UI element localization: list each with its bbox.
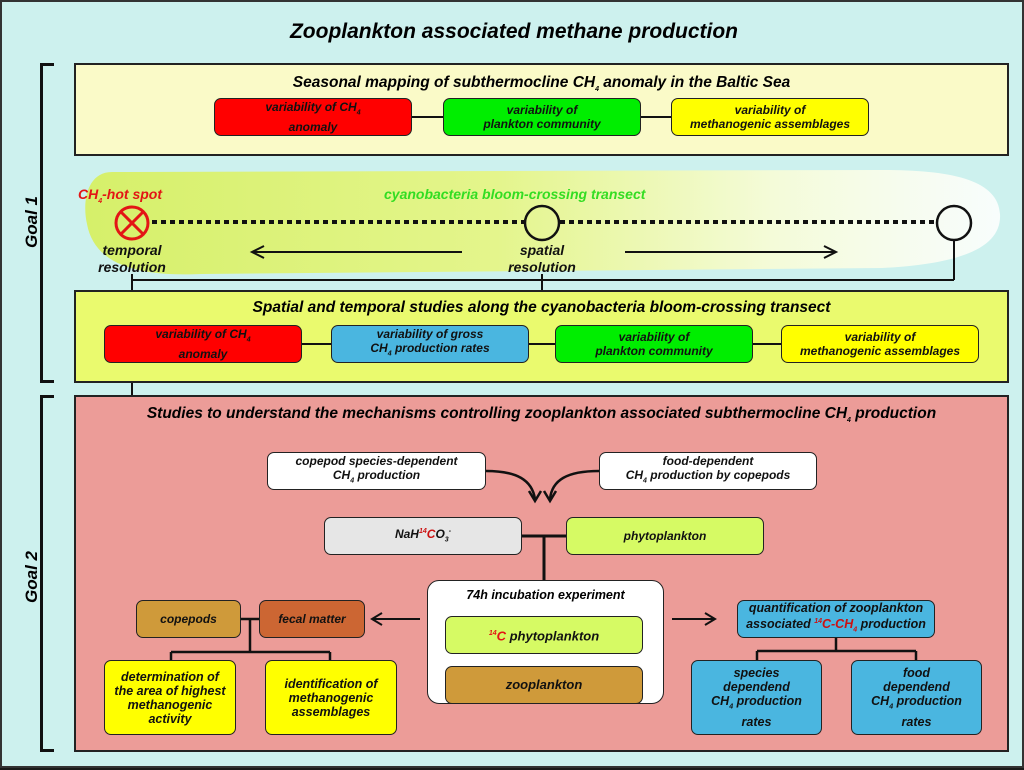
heading-text: Seasonal mapping of subthermocline CH: [292, 74, 596, 91]
phytoplankton-box: phytoplankton: [566, 517, 764, 555]
nahco3-box: NaH14CO3-: [324, 517, 522, 555]
curved-arrow-left: [485, 469, 537, 500]
spatial-temporal-heading: Spatial and temporal studies along the c…: [252, 299, 831, 316]
goal-1-bracket: [40, 63, 54, 383]
goal-2-bracket: [40, 395, 54, 752]
station-marker-icon: [523, 204, 561, 242]
seasonal-mapping-heading: Seasonal mapping of subthermocline CH4 a…: [74, 74, 1009, 93]
fecal-matter-box: fecal matter: [259, 600, 365, 638]
connector-line: [529, 343, 555, 345]
hotspot-label: CH4-hot spot: [78, 186, 163, 205]
connector-line: [412, 116, 444, 118]
connector-line: [752, 343, 782, 345]
subscript: 4: [595, 86, 599, 94]
heading-text: anomaly in the Baltic Sea: [598, 74, 791, 91]
mechanisms-heading: Studies to understand the mechanisms con…: [146, 405, 937, 425]
connector-line: [131, 383, 133, 396]
connector-line: [640, 116, 672, 118]
bloom-cloud: [85, 170, 1001, 275]
diagram-title: Zooplankton associated methane productio…: [289, 20, 739, 43]
c14-phytoplankton-box: 14C phytoplankton: [445, 616, 643, 654]
zooplankton-box: zooplankton: [445, 666, 643, 704]
bloom-transect-label: cyanobacteria bloom-crossing transect: [384, 186, 646, 202]
connector-line: [302, 343, 332, 345]
copepods-box: copepods: [136, 600, 241, 638]
curved-arrow-right: [548, 469, 600, 500]
hotspot-marker-icon: [114, 205, 150, 241]
incubation-title: 74h incubation experiment: [466, 588, 625, 602]
